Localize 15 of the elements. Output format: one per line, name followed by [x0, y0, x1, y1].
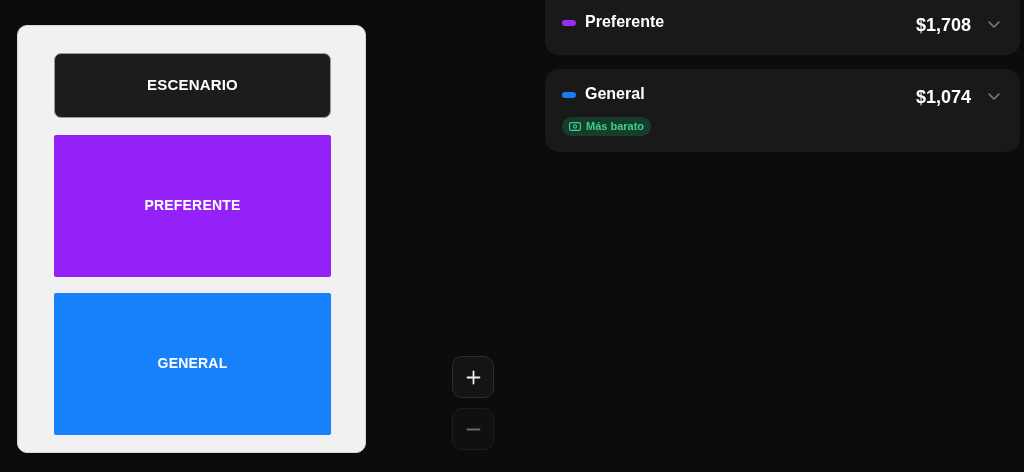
stage-area	[54, 53, 331, 118]
seating-section	[54, 293, 331, 435]
ticket-price: $1,074	[915, 88, 971, 108]
venue-map	[17, 25, 366, 453]
stage-label: ESCENARIO	[147, 77, 238, 94]
section-label: PREFERENTE	[144, 198, 241, 214]
ticket-card	[545, 69, 1020, 152]
badge-label: Más barato	[586, 120, 645, 133]
cheapest-badge	[562, 117, 651, 136]
seating-section	[54, 135, 331, 277]
ticket-price: $1,708	[915, 16, 971, 36]
ticket-name: General	[585, 85, 645, 103]
ticket-card	[545, 0, 1020, 55]
ticket-name: Preferente	[585, 13, 665, 31]
section-label: GENERAL	[157, 356, 228, 372]
